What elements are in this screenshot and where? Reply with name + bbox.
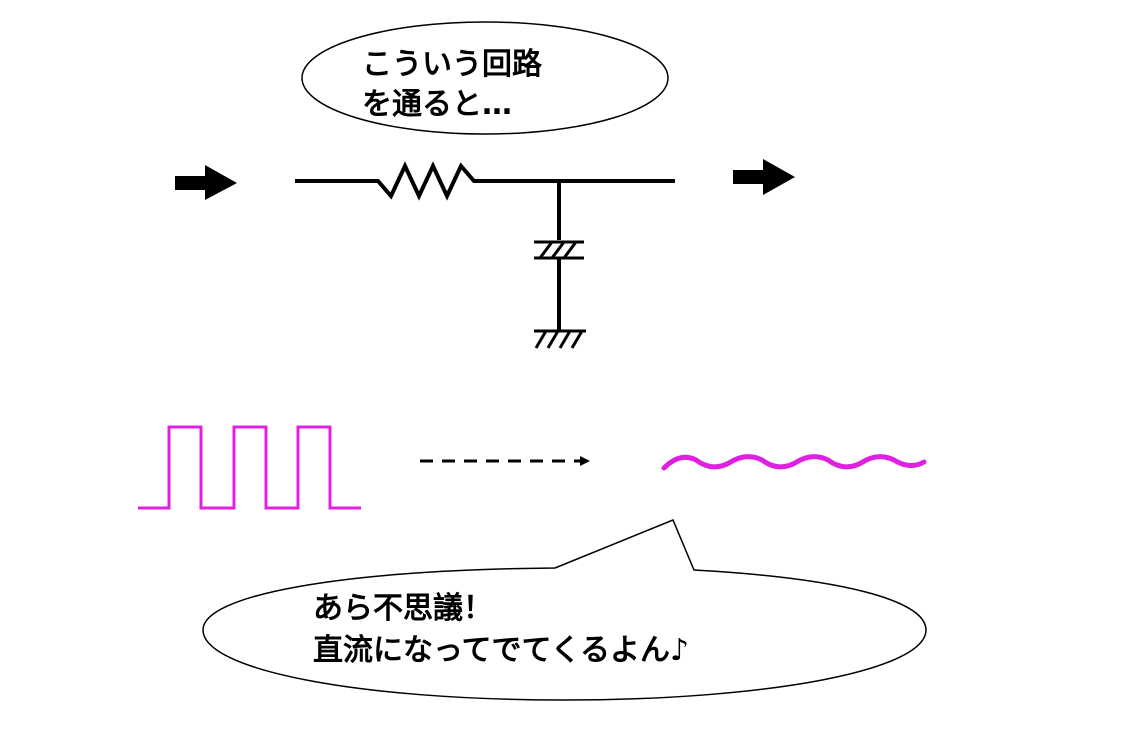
bottom-speech-bubble: あら不思議！ 直流になってでてくるよん♪ <box>202 519 927 701</box>
square-wave-input <box>138 425 361 510</box>
resistor-symbol <box>295 161 675 201</box>
ripple-wave-output <box>661 454 927 471</box>
bottom-bubble-line1: あら不思議！ <box>313 591 493 626</box>
top-bubble-line2: を通ると… <box>362 87 512 122</box>
input-arrow-icon <box>175 165 237 200</box>
rc-circuit <box>295 161 675 349</box>
capacitor-symbol <box>534 240 584 260</box>
output-arrow-icon <box>733 159 795 195</box>
bottom-bubble-line2: 直流になってでてくるよん♪ <box>313 633 689 668</box>
ground-symbol <box>534 329 586 349</box>
top-bubble-line1: こういう回路 <box>362 47 543 82</box>
top-speech-bubble: こういう回路 を通ると… <box>301 21 669 135</box>
